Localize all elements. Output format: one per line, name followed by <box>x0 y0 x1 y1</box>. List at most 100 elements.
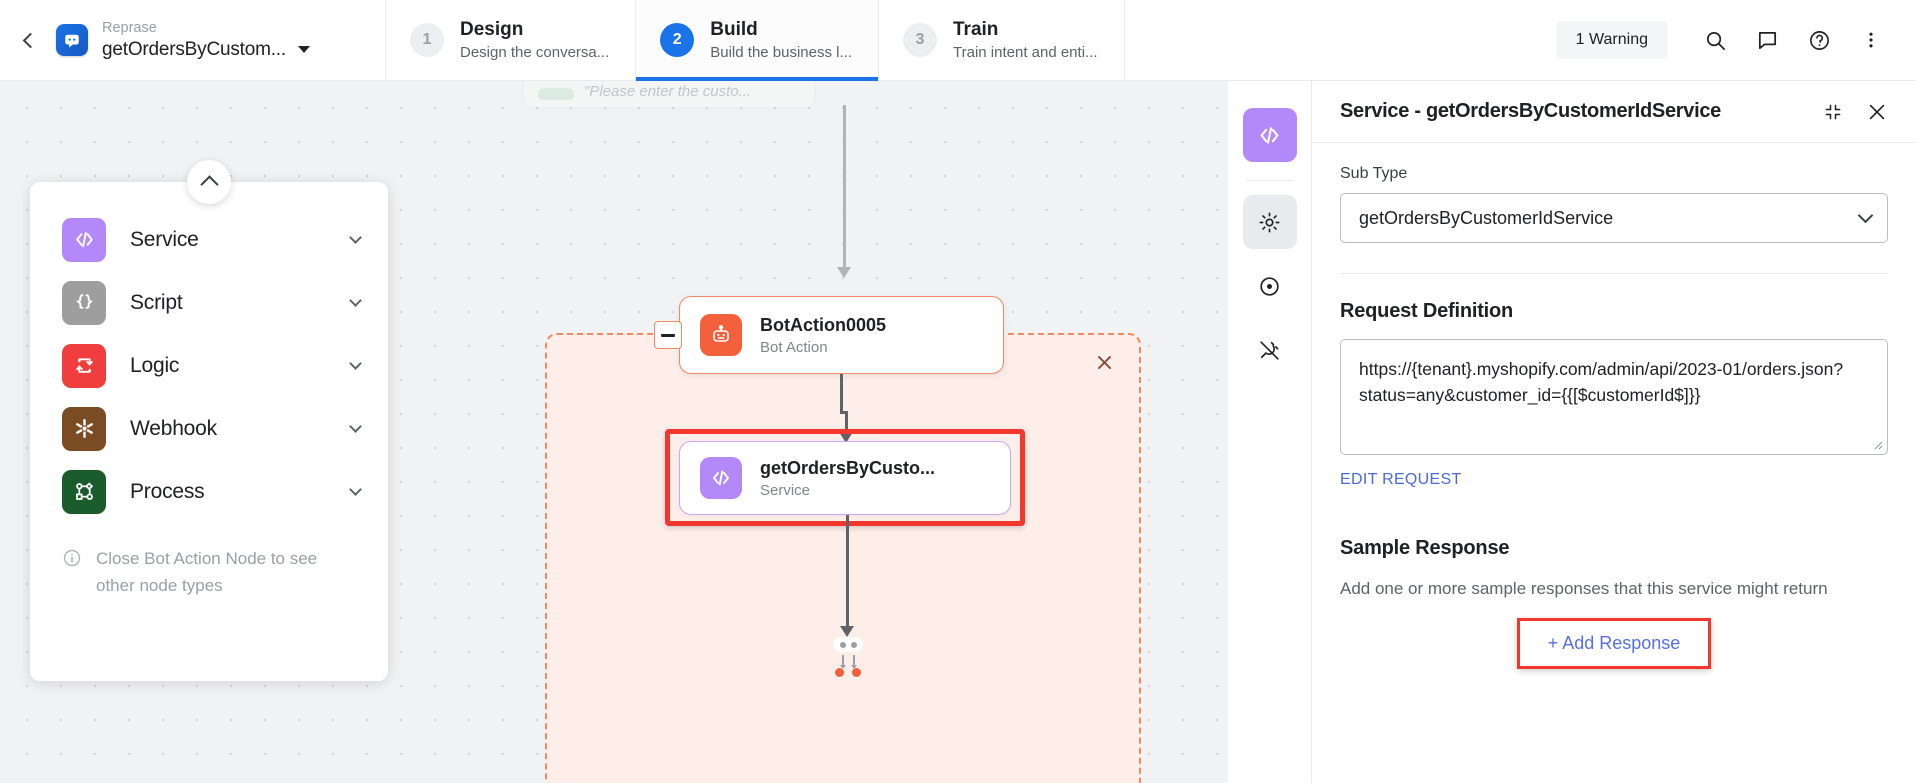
node-bot-action[interactable]: BotAction0005 Bot Action <box>654 296 1004 374</box>
sample-response-heading: Sample Response <box>1340 537 1510 559</box>
request-url-textarea[interactable]: https://{tenant}.myshopify.com/admin/api… <box>1340 339 1888 455</box>
end-dot-orange <box>852 668 861 677</box>
step-description: Build the business l... <box>710 44 852 61</box>
node-service-getorders[interactable]: getOrdersByCusto... Service <box>679 441 1011 515</box>
palette-item-process[interactable]: Process <box>30 460 388 523</box>
sub-type-label: Sub Type <box>1340 165 1408 182</box>
panel-title: Service - getOrdersByCustomerIdService <box>1340 100 1721 122</box>
close-icon[interactable] <box>1862 97 1892 127</box>
end-dot <box>850 641 857 648</box>
search-icon[interactable] <box>1692 17 1738 63</box>
minus-bar <box>661 333 675 337</box>
connector-line <box>840 374 843 414</box>
branch-loop-icon <box>62 343 106 388</box>
palette-item-script[interactable]: Script <box>30 271 388 334</box>
step-number: 1 <box>410 23 444 57</box>
connector-arrow <box>837 267 851 278</box>
caret-down-icon <box>297 46 310 53</box>
info-icon <box>63 549 81 567</box>
back-button[interactable] <box>0 0 56 80</box>
chevron-down-icon[interactable] <box>349 357 362 370</box>
tab-build[interactable]: 2 Build Build the business l... <box>636 0 879 81</box>
chevron-down-icon[interactable] <box>349 231 362 244</box>
rail-divider <box>1245 180 1294 181</box>
more-vertical-icon[interactable] <box>1848 17 1894 63</box>
chevron-down-icon <box>1857 207 1874 224</box>
chevron-down-icon[interactable] <box>349 483 362 496</box>
robot-icon <box>700 314 742 356</box>
service-properties-panel: Service - getOrdersByCustomerIdService S… <box>1312 81 1916 783</box>
end-dots <box>833 668 863 677</box>
connector-jog <box>840 411 848 414</box>
wizard-steps: 1 Design Design the conversa... 2 Build … <box>386 0 1125 81</box>
minus-icon[interactable] <box>654 321 682 349</box>
panel-header: Service - getOrdersByCustomerIdService <box>1312 81 1916 143</box>
previous-node-partial[interactable]: "Please enter the custo... <box>524 81 814 107</box>
step-number: 3 <box>903 23 937 57</box>
palette-item-webhook[interactable]: Webhook <box>30 397 388 460</box>
tab-design[interactable]: 1 Design Design the conversa... <box>386 0 637 80</box>
palette-collapse-button[interactable] <box>187 160 231 204</box>
code-brackets-icon <box>700 457 742 499</box>
close-icon[interactable] <box>1089 347 1119 377</box>
chevron-left-icon <box>22 32 38 48</box>
code-brackets-icon[interactable] <box>1242 108 1297 162</box>
topbar-actions: 1 Warning <box>1555 0 1916 80</box>
node-subtitle: Bot Action <box>760 338 828 356</box>
end-dot <box>839 641 846 648</box>
process-graph-icon <box>62 469 106 514</box>
code-brackets-icon <box>62 217 106 262</box>
chat-bot-logo-icon <box>56 24 88 56</box>
step-description: Design the conversa... <box>460 44 610 61</box>
brand-block: Reprase getOrdersByCustom... <box>56 0 386 80</box>
product-name: Reprase <box>102 19 157 36</box>
node-subtitle: Service <box>760 481 811 499</box>
warning-badge[interactable]: 1 Warning <box>1555 21 1668 59</box>
node-title: BotAction0005 <box>760 314 887 335</box>
panel-body: Sub Type getOrdersByCustomerIdService Re… <box>1312 143 1916 783</box>
curly-braces-icon <box>62 280 106 325</box>
step-description: Train intent and enti... <box>953 44 1098 61</box>
palette-item-label: Webhook <box>130 416 217 440</box>
end-arrows <box>833 655 863 669</box>
connector-arrow <box>839 432 853 443</box>
add-response-button[interactable]: + Add Response <box>1521 623 1707 664</box>
chevron-up-icon <box>199 175 219 194</box>
tab-train[interactable]: 3 Train Train intent and enti... <box>879 0 1125 80</box>
palette-item-logic[interactable]: Logic <box>30 334 388 397</box>
step-title: Design <box>460 19 524 40</box>
add-response-highlight: + Add Response <box>1516 618 1712 669</box>
sub-type-select[interactable]: getOrdersByCustomerIdService <box>1340 193 1888 243</box>
request-definition-heading: Request Definition <box>1340 300 1514 322</box>
step-title: Train <box>953 19 999 40</box>
top-bar: Reprase getOrdersByCustom... 1 Design De… <box>0 0 1916 81</box>
chevron-down-icon[interactable] <box>349 420 362 433</box>
sample-response-description: Add one or more sample responses that th… <box>1340 579 1828 598</box>
collapse-arrows-icon[interactable] <box>1818 97 1848 127</box>
gear-icon[interactable] <box>1242 195 1297 249</box>
step-title: Build <box>710 19 758 40</box>
connector-line <box>846 515 849 633</box>
topbar-spacer <box>1125 0 1556 80</box>
plug-disconnected-icon[interactable] <box>1243 323 1297 377</box>
palette-item-label: Process <box>130 479 205 503</box>
flow-canvas[interactable]: "Please enter the custo... <box>0 81 1228 783</box>
section-divider <box>1340 273 1888 274</box>
help-icon[interactable] <box>1796 17 1842 63</box>
comment-icon[interactable] <box>1744 17 1790 63</box>
bot-action-group-container[interactable] <box>545 333 1141 783</box>
project-selector[interactable]: getOrdersByCustom... <box>102 38 310 62</box>
connector-line <box>845 411 848 437</box>
edit-request-link[interactable]: EDIT REQUEST <box>1340 471 1462 488</box>
resize-grip-icon[interactable] <box>1871 438 1883 450</box>
add-response-wrap: + Add Response <box>1340 618 1888 669</box>
end-dot-orange <box>835 668 844 677</box>
target-circle-icon[interactable] <box>1243 259 1297 313</box>
palette-item-service[interactable]: Service <box>30 208 388 271</box>
node-title: getOrdersByCusto... <box>760 457 936 478</box>
palette-note-text: Close Bot Action Node to see other node … <box>96 549 318 595</box>
palette-item-label: Service <box>130 227 199 251</box>
connector-arrow <box>840 626 854 637</box>
chevron-down-icon[interactable] <box>349 294 362 307</box>
